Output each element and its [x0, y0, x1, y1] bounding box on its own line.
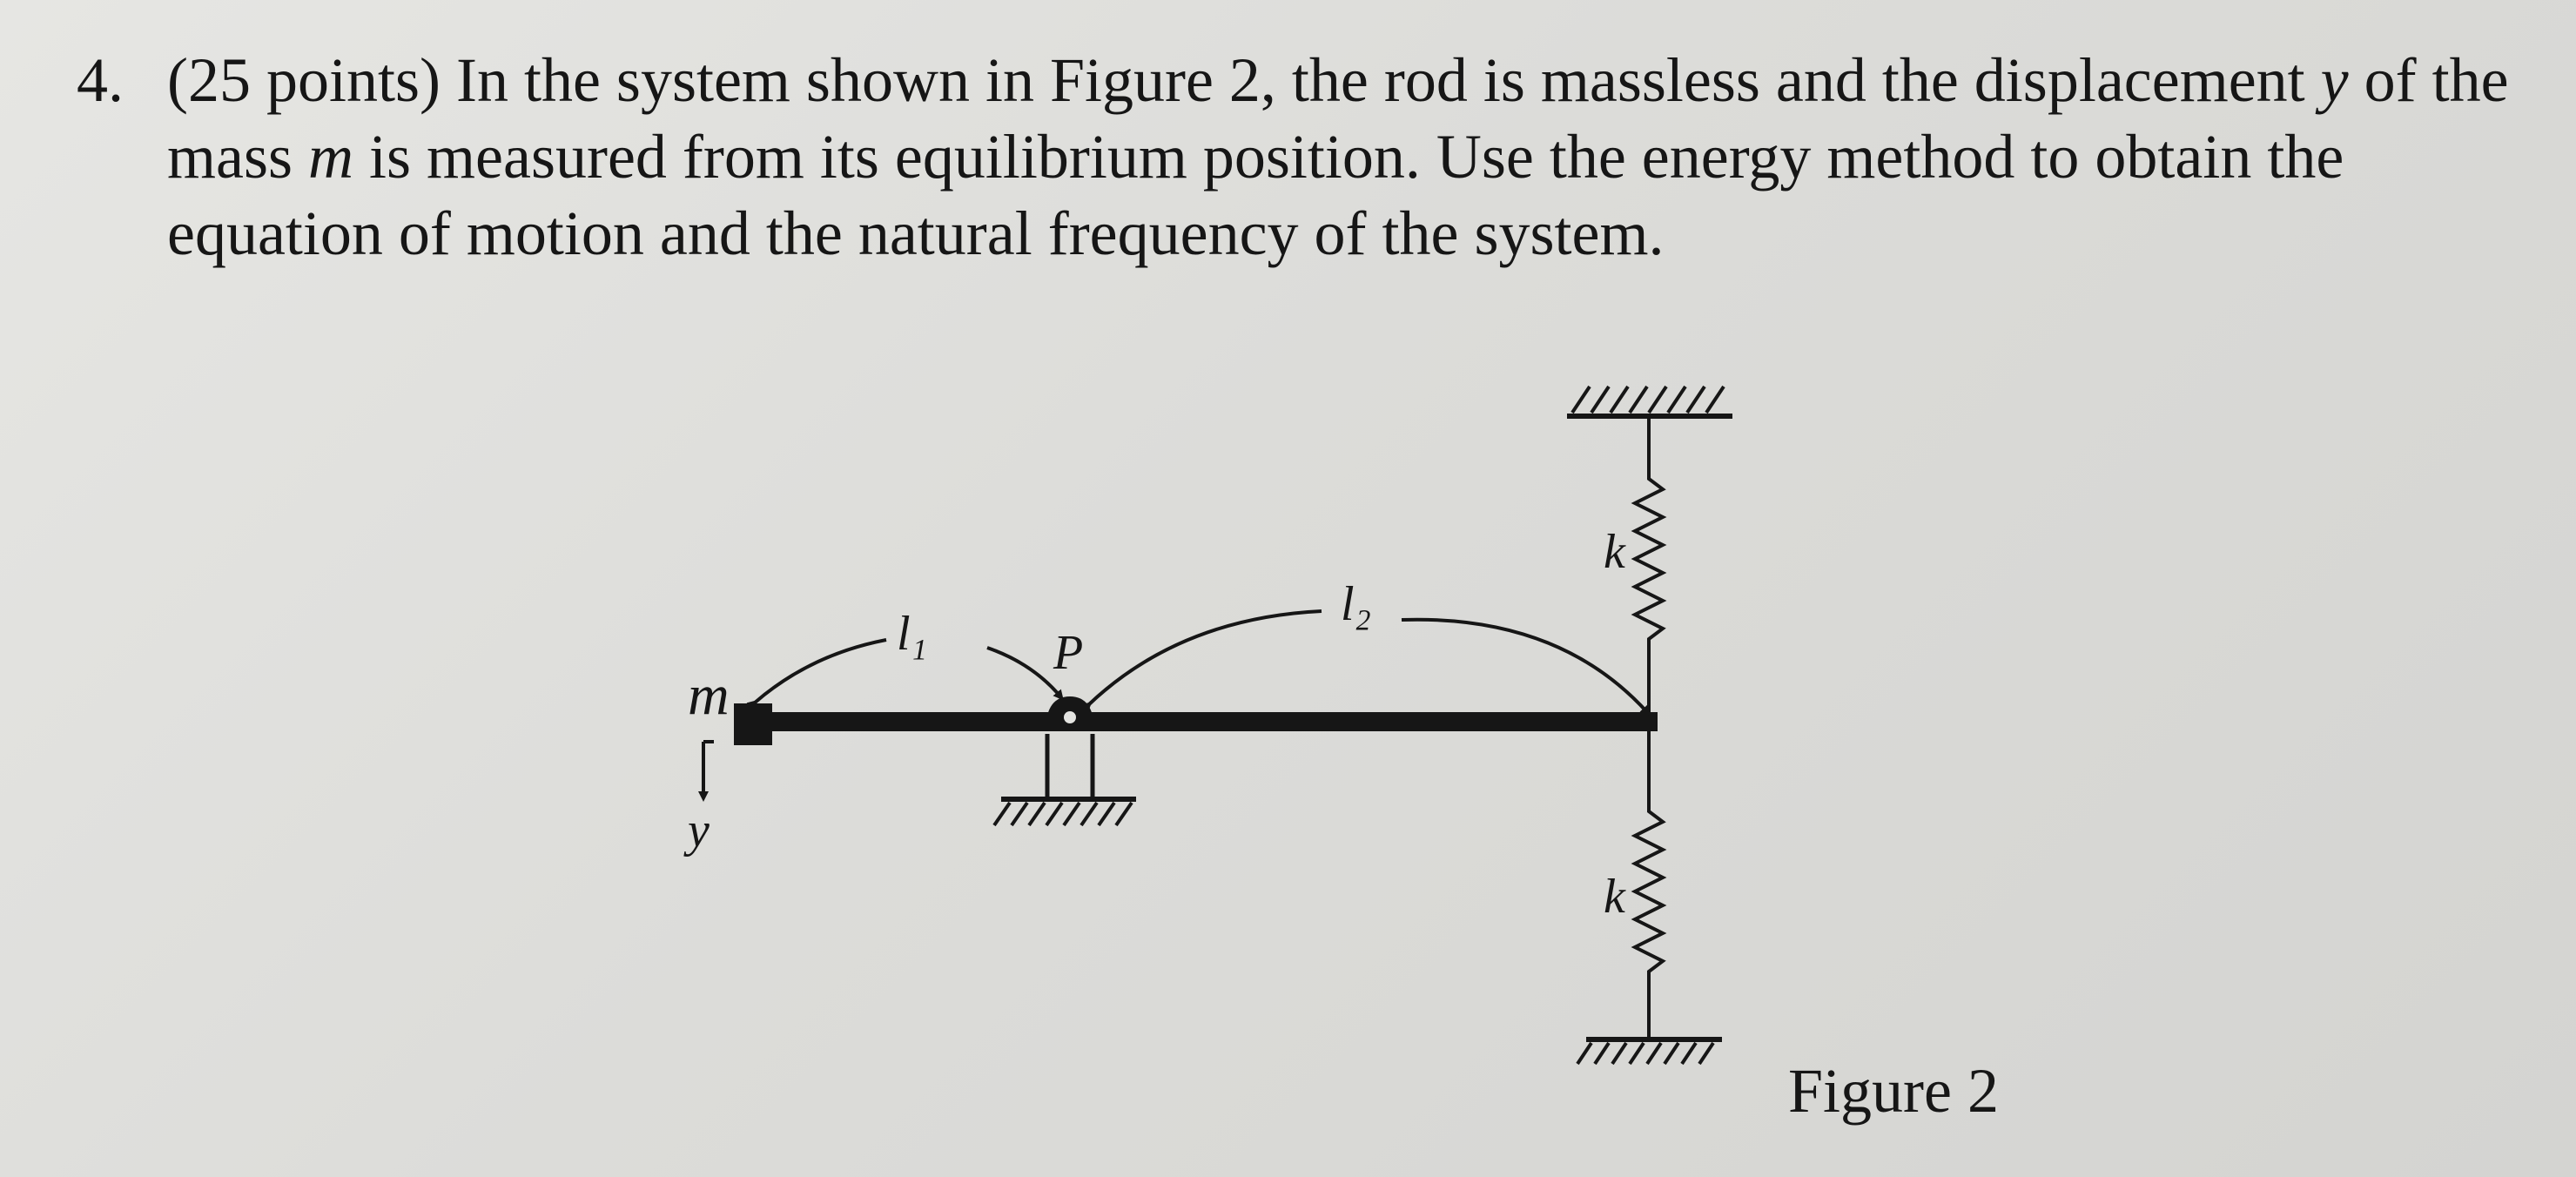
top-spring — [1631, 416, 1667, 716]
spring-bottom-k-label: k — [1604, 870, 1626, 924]
problem-statement: 4. (25 points) In the system shown in Fi… — [77, 42, 2566, 272]
figure-caption: Figure 2 — [1788, 1056, 1999, 1126]
spring-top-k-label: k — [1604, 525, 1626, 579]
dimension-arc-l2 — [1080, 609, 1651, 716]
variable-y: y — [2320, 45, 2349, 115]
problem-text-part-1: In the system shown in Figure 2, the rod… — [440, 45, 2321, 115]
pivot-support — [992, 734, 1136, 827]
problem-points: (25 points) — [167, 45, 441, 115]
problem-number: 4. — [77, 45, 124, 115]
variable-m: m — [308, 122, 353, 192]
displacement-arrow — [698, 740, 714, 802]
problem-text-part-2: of the mass — [167, 45, 2509, 192]
problem-text-part-3: is measured from its equilibrium positio… — [167, 122, 2344, 268]
length-l1-label: l₁ — [897, 607, 927, 661]
massless-rod — [759, 712, 1658, 731]
problem-text: (25 points) In the system shown in Figur… — [167, 42, 2566, 272]
mass-block — [734, 703, 772, 745]
pivot-label: P — [1053, 626, 1083, 680]
pivot-pin — [1046, 696, 1094, 730]
dimension-arc-l1 — [746, 638, 1064, 711]
displacement-label: y — [683, 804, 710, 858]
length-l2-label: l₂ — [1341, 577, 1371, 631]
bottom-ground-support — [1576, 1037, 1722, 1066]
top-ground-support — [1567, 385, 1732, 419]
mass-label: m — [688, 663, 730, 727]
bottom-spring — [1631, 716, 1667, 1039]
